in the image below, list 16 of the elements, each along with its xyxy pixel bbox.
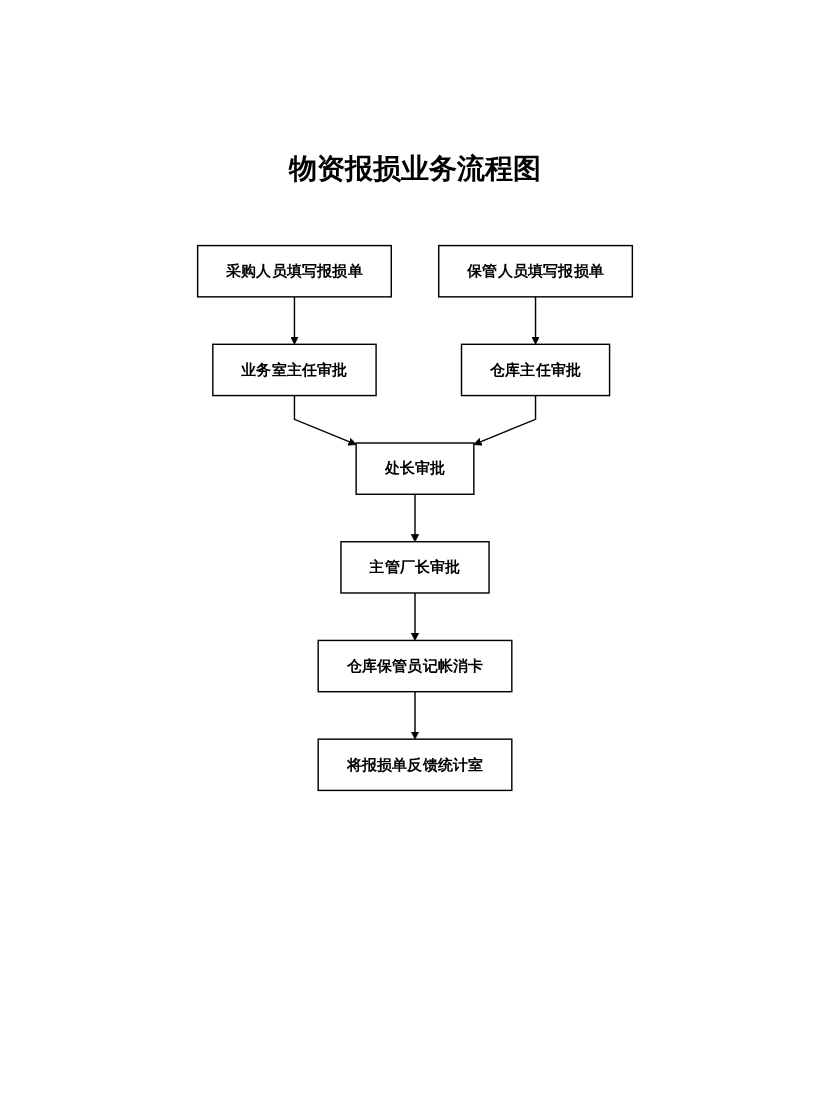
node-box: 处长审批 xyxy=(355,442,475,495)
node-box: 主管厂长审批 xyxy=(340,541,490,594)
arrow xyxy=(290,296,299,345)
arrow xyxy=(410,493,420,543)
arrow xyxy=(410,592,420,641)
arrow xyxy=(531,296,540,345)
node-box: 仓库主任审批 xyxy=(460,343,611,397)
arrow xyxy=(410,691,420,740)
arrow xyxy=(473,394,537,446)
node-box: 将报损单反馈统计室 xyxy=(317,738,513,792)
node-box: 采购人员填写报损单 xyxy=(196,244,392,298)
diagram-title: 物资报损业务流程图 xyxy=(287,151,542,187)
node-box: 保管人员填写报损单 xyxy=(438,244,634,298)
node-box: 业务室主任审批 xyxy=(212,343,377,397)
node-box: 仓库保管员记帐消卡 xyxy=(317,639,513,693)
arrow xyxy=(293,394,357,446)
